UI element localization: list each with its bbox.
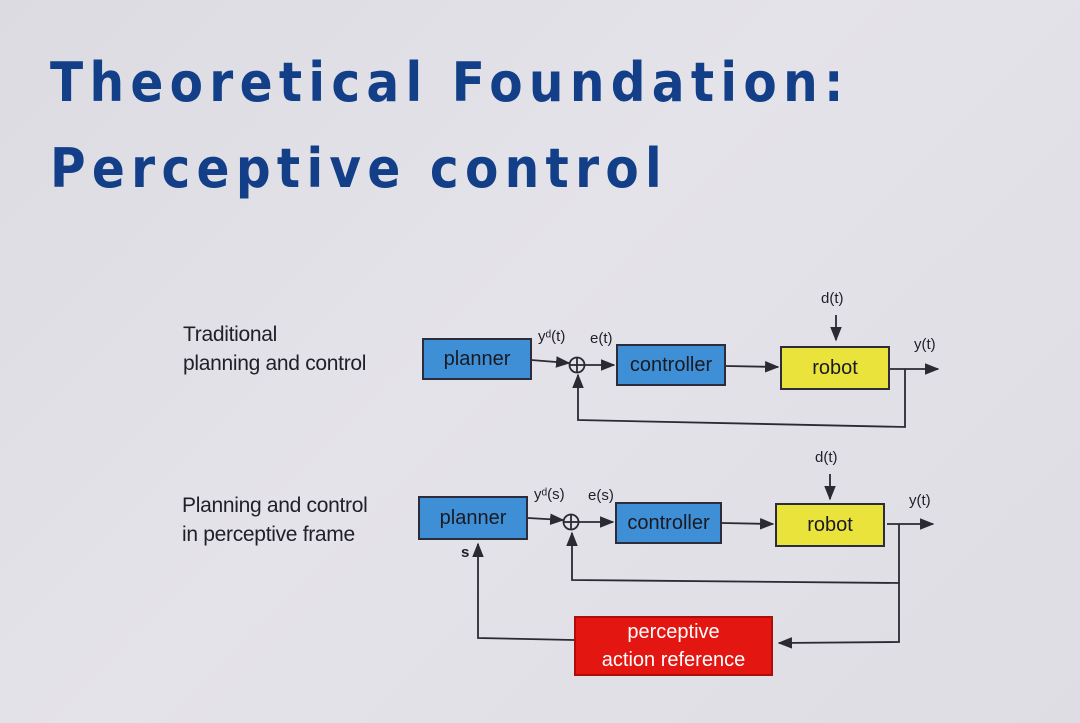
trad-controller-block: controller — [616, 344, 726, 386]
trad-planner-to-sum — [530, 356, 571, 368]
trad-ref-signal: yᵈ(t) — [538, 328, 566, 345]
slide-title: Theoretical Foundation: Perceptive contr… — [50, 40, 850, 212]
trad-robot-block: robot — [780, 346, 890, 390]
perc-planner-to-sum — [527, 513, 565, 526]
trad-error-signal: e(t) — [590, 330, 613, 347]
perc-s-label: s — [461, 544, 470, 561]
trad-disturbance-label: d(t) — [821, 290, 844, 307]
perc-s-feedback — [472, 542, 575, 641]
perc-disturbance-label: d(t) — [815, 449, 838, 466]
trad-controller-to-robot — [725, 360, 780, 373]
perc-robot-block: robot — [775, 503, 885, 547]
perceptive-action-reference-block: perceptive action reference — [574, 616, 773, 676]
trad-output-label: y(t) — [914, 336, 936, 353]
title-line-2: Perceptive control — [50, 137, 669, 200]
trad-feedback-loop — [572, 369, 906, 428]
perc-controller-to-robot — [721, 517, 775, 530]
traditional-label: Traditional planning and control — [183, 323, 367, 375]
title-line-1: Theoretical Foundation: — [50, 51, 850, 114]
perc-output-label: y(t) — [909, 492, 931, 509]
perc-planner-block: planner — [418, 496, 528, 540]
perceptive-label: Planning and control in perceptive frame — [182, 494, 368, 546]
perc-error-signal: e(s) — [588, 487, 614, 504]
perc-inner-feedback — [566, 524, 900, 584]
trad-planner-block: planner — [422, 338, 532, 380]
perc-to-perceptive-block — [777, 583, 900, 649]
perc-ref-signal: yᵈ(s) — [534, 486, 565, 503]
perc-controller-block: controller — [615, 502, 722, 544]
